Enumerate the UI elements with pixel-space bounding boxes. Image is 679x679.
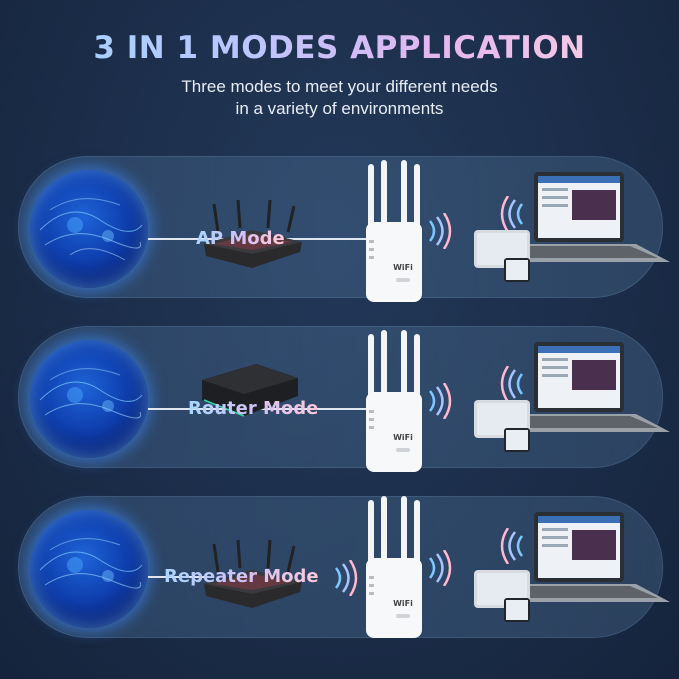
- connection-line: [148, 576, 208, 578]
- globe-icon: [30, 170, 148, 288]
- repeater-icon: WiFi: [366, 160, 422, 302]
- wifi-signal-icon: [500, 366, 524, 402]
- wifi-signal-icon: [500, 528, 524, 564]
- subtitle-line-1: Three modes to meet your different needs: [181, 77, 498, 96]
- globe-icon: [30, 510, 148, 628]
- subtitle-line-2: in a variety of environments: [235, 99, 444, 118]
- mode-label: Router Mode: [188, 398, 319, 419]
- router-icon: [204, 200, 302, 268]
- mode-label: Repeater Mode: [164, 566, 319, 587]
- page-subtitle: Three modes to meet your different needs…: [0, 76, 679, 120]
- devices-icon: [474, 512, 670, 622]
- svg-text:WiFi: WiFi: [393, 263, 413, 272]
- wifi-signal-icon: [334, 560, 358, 596]
- svg-text:WiFi: WiFi: [393, 599, 413, 608]
- devices-icon: [474, 342, 670, 452]
- wifi-signal-icon: [428, 213, 452, 249]
- repeater-icon: WiFi: [366, 330, 422, 472]
- router-icon: [204, 540, 302, 608]
- mode-label: AP Mode: [196, 228, 285, 249]
- svg-text:WiFi: WiFi: [393, 433, 413, 442]
- wifi-signal-icon: [500, 196, 524, 232]
- box-router-icon: [202, 364, 298, 417]
- devices-icon: [474, 172, 670, 282]
- globe-icon: [30, 340, 148, 458]
- wifi-signal-icon: [428, 550, 452, 586]
- page-title: 3 IN 1 MODES APPLICATION: [0, 30, 679, 66]
- wifi-signal-icon: [428, 383, 452, 419]
- repeater-icon: WiFi: [366, 496, 422, 638]
